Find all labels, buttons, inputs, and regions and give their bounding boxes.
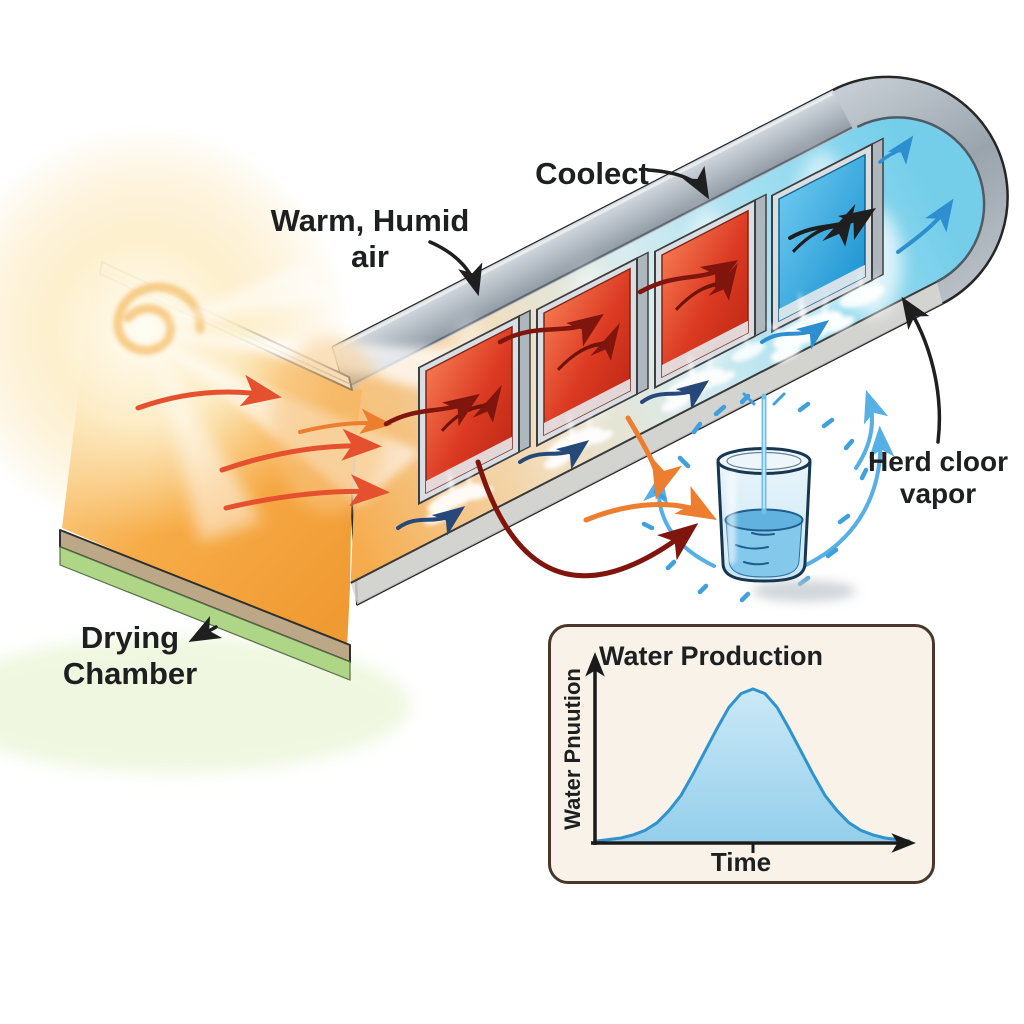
warm-airflow-arrow [298,408,393,435]
collect-label-text: Coolect [535,156,649,191]
cold-streak-arrow [788,208,876,240]
hot-flow-streaks [383,208,876,427]
hot-panel-2 [536,251,649,448]
water-droplets [641,393,869,603]
drying-pointer-arrow [188,615,223,643]
duct-wall-shadow-line [344,126,853,389]
duct-floor-strip [350,281,943,605]
chart-x-axis-label: Time [710,847,772,877]
warm-humid-air-label: Warm, Humid air [268,203,472,275]
drying-label-line1: Drying [80,620,180,655]
condensate-arc-dark [475,459,699,579]
condensate-squiggle [518,440,590,470]
cool-air-arrow [878,135,914,165]
ground-glow [0,637,410,773]
drying-chamber-label: Drying Chamber [30,620,230,692]
label-pointers [188,165,942,643]
vapor-arc [802,425,895,568]
hot-streak-arrow [637,260,739,295]
warm-label-line1: Warm, Humid [270,203,470,238]
chart-title: Water Production [598,641,823,671]
chart-plot-area [585,652,916,853]
vapor-label-line2: vapor [899,478,977,510]
warm-airflow-arrows [135,374,393,511]
vapor-pointer-arrow [901,296,942,444]
warm-airflow-arrow [135,374,282,411]
water-production-chart: Water Production Time Water Pnuution [548,624,935,884]
sun-glow [0,125,470,542]
duct-cap-inner-rim [856,116,986,283]
condensate-arc-orange [625,415,683,500]
cool-air-arrow [896,198,954,254]
collect-label: Coolect [517,156,667,192]
condensate-squiggle [760,320,830,350]
warm-airflow-arrow [223,474,390,511]
hot-streak-arrow [383,393,480,427]
water-streaks [735,532,775,566]
hot-streak-arrow [497,313,604,347]
vapor-arc [854,389,889,470]
heat-exchanger-panels [418,137,884,506]
glass-shadow [752,580,856,602]
warm-pointer-arrow [428,240,483,297]
glass-highlight [727,472,736,564]
bell-curve-area [597,689,909,841]
warm-label-line2: air [351,238,389,274]
floor-slab-front [59,546,351,681]
hot-panel-3 [654,193,767,390]
warm-swirl-icon [113,282,205,355]
vapor-label-line1: Herd cloor [867,446,1009,477]
duct-top-wall [332,90,852,388]
floor-slab [0,529,410,773]
drying-label-line2: Chamber [62,655,198,691]
vapor-arc [643,471,716,568]
condensate-squiggles [396,135,954,536]
condensate-squiggle [396,506,466,536]
duct-wall-highlight [333,92,834,351]
glow-ray [158,262,332,325]
bell-curve-line [595,687,911,843]
collect-pointer-arrow [646,165,710,200]
condensate-transfer-arrows [475,415,717,579]
water-stream [742,392,786,515]
condensate-arc-orange [583,486,717,523]
water-glass [716,447,856,602]
warm-airflow-arrow [219,428,382,473]
chart-y-axis-label: Water Pnuution [560,668,585,830]
condensate-squiggle [640,380,710,410]
vapor-label: Herd cloor vapor [848,446,1024,511]
